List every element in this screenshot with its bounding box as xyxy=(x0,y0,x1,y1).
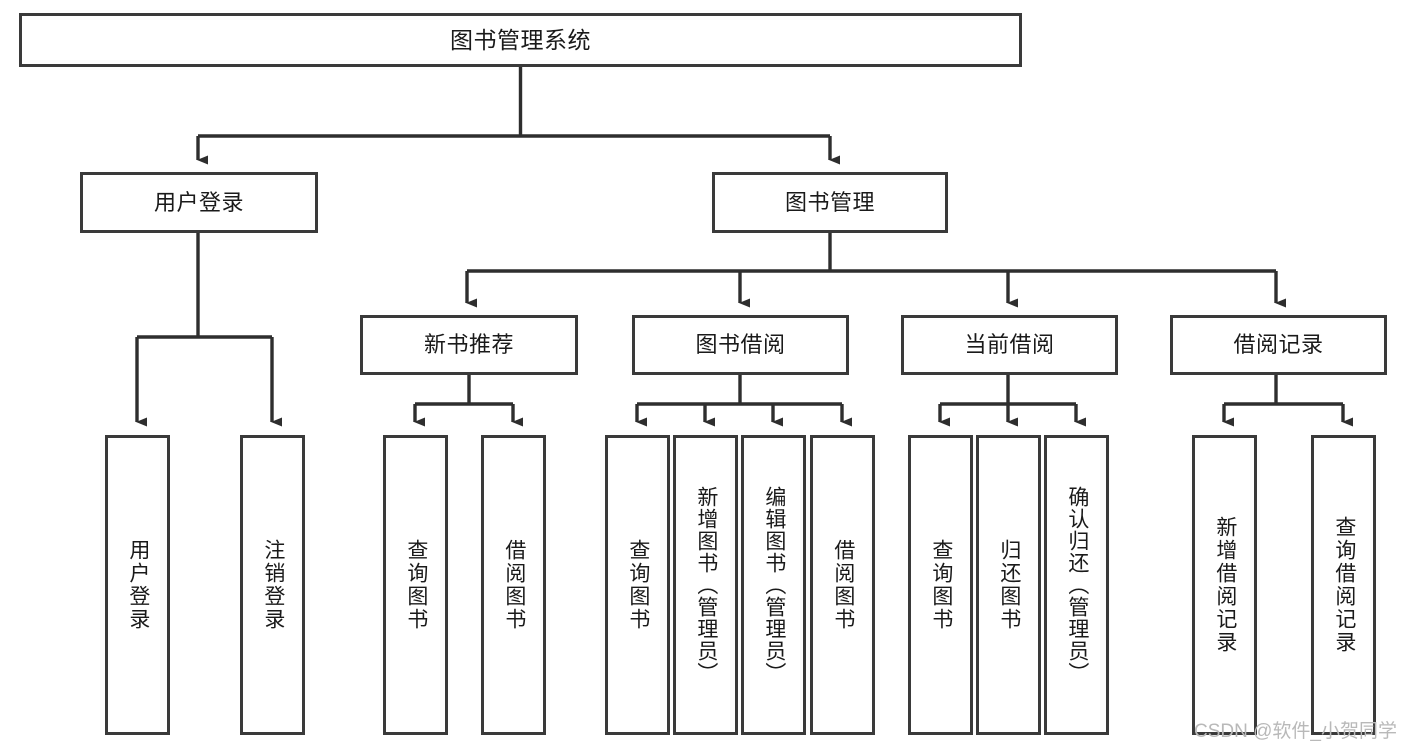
node-label: 当前借阅 xyxy=(964,332,1055,358)
node-label: 查询图书 xyxy=(626,539,650,631)
node-book-management[interactable]: 图书管理 xyxy=(712,172,948,233)
node-label: 注销登录 xyxy=(261,539,285,631)
node-leaf-logout[interactable]: 注销登录 xyxy=(240,435,305,735)
node-label: 归还图书 xyxy=(997,539,1021,631)
node-leaf-query-book-cb[interactable]: 查询图书 xyxy=(908,435,973,735)
node-leaf-add-borrow-record[interactable]: 新增借阅记录 xyxy=(1192,435,1257,735)
node-root-book-management-system[interactable]: 图书管理系统 xyxy=(19,13,1022,67)
node-leaf-query-book-bb[interactable]: 查询图书 xyxy=(605,435,670,735)
node-label: 新增借阅记录 xyxy=(1213,516,1237,654)
node-leaf-query-borrow-record[interactable]: 查询借阅记录 xyxy=(1311,435,1376,735)
node-label: 图书管理系统 xyxy=(450,26,591,53)
node-book-borrowing[interactable]: 图书借阅 xyxy=(632,315,849,375)
node-leaf-user-login[interactable]: 用户登录 xyxy=(105,435,170,735)
node-label: 图书管理 xyxy=(784,189,875,215)
node-label: 用户登录 xyxy=(153,189,244,215)
node-label: 新增图书（管理员） xyxy=(694,486,718,684)
node-label: 借阅图书 xyxy=(831,539,855,631)
node-leaf-borrow-book-bb[interactable]: 借阅图书 xyxy=(810,435,875,735)
node-leaf-return-book[interactable]: 归还图书 xyxy=(976,435,1041,735)
node-leaf-confirm-return-admin[interactable]: 确认归还（管理员） xyxy=(1044,435,1109,735)
node-leaf-add-book-admin[interactable]: 新增图书（管理员） xyxy=(673,435,738,735)
watermark-text: CSDN @软件_小贺同学 xyxy=(1194,721,1397,742)
node-leaf-edit-book-admin[interactable]: 编辑图书（管理员） xyxy=(741,435,806,735)
node-label: 借阅记录 xyxy=(1233,332,1324,358)
node-label: 图书借阅 xyxy=(695,332,786,358)
node-label: 查询借阅记录 xyxy=(1332,516,1356,654)
node-label: 编辑图书（管理员） xyxy=(762,486,786,684)
node-leaf-query-book-nb[interactable]: 查询图书 xyxy=(383,435,448,735)
node-label: 用户登录 xyxy=(126,539,150,631)
node-label: 新书推荐 xyxy=(423,332,514,358)
node-borrowing-record[interactable]: 借阅记录 xyxy=(1170,315,1387,375)
node-label: 查询图书 xyxy=(404,539,428,631)
node-leaf-borrow-book-nb[interactable]: 借阅图书 xyxy=(481,435,546,735)
node-label: 查询图书 xyxy=(929,539,953,631)
node-label: 借阅图书 xyxy=(502,539,526,631)
node-user-login[interactable]: 用户登录 xyxy=(80,172,318,233)
node-current-borrowing[interactable]: 当前借阅 xyxy=(901,315,1118,375)
node-new-book-recommendation[interactable]: 新书推荐 xyxy=(360,315,578,375)
node-label: 确认归还（管理员） xyxy=(1065,486,1089,684)
